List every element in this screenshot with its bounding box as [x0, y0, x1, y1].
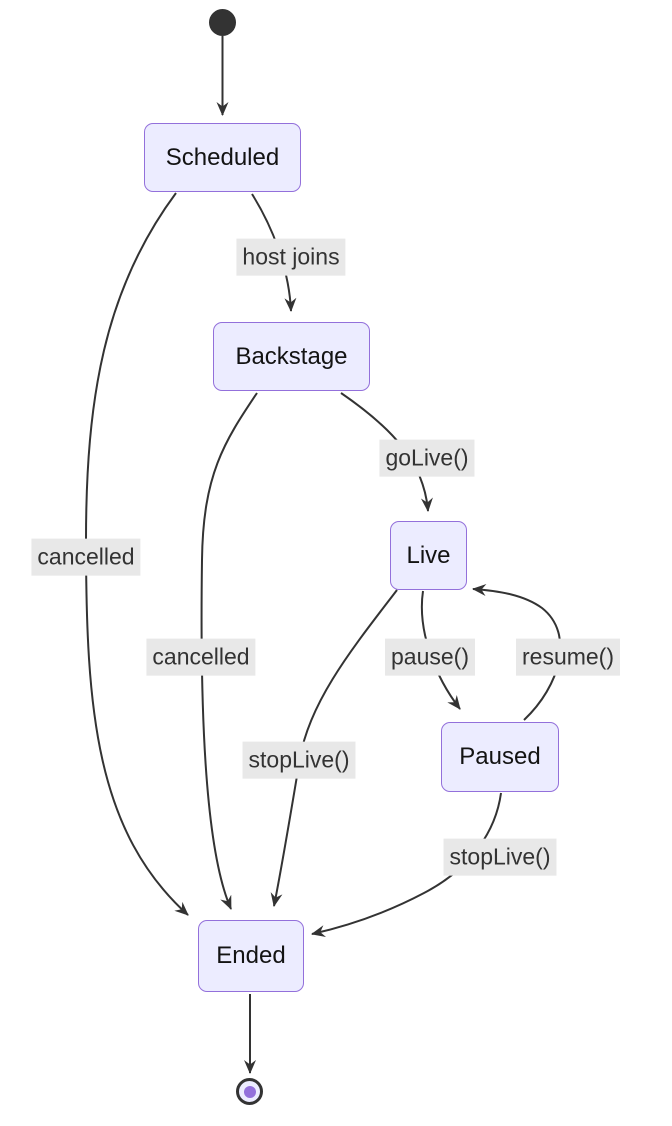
state-live: Live	[390, 521, 467, 590]
state-ended: Ended	[198, 920, 304, 992]
edge-paused-to-ended	[311, 792, 502, 937]
final-state-inner-dot	[243, 1085, 256, 1098]
initial-state-dot	[209, 9, 236, 36]
edge-label-stoplive-live: stopLive()	[242, 741, 356, 779]
state-paused-label: Paused	[459, 743, 541, 770]
state-ended-label: Ended	[216, 942, 286, 969]
final-state-marker	[236, 1078, 263, 1105]
state-paused: Paused	[441, 722, 559, 792]
edge-label-golive: goLive()	[379, 439, 475, 477]
edge-paused-to-live	[472, 583, 562, 721]
state-live-label: Live	[406, 541, 451, 569]
edge-label-resume: resume()	[515, 638, 621, 676]
edge-label-host-joins: host joins	[236, 238, 346, 276]
edge-label-pause: pause()	[385, 638, 475, 676]
edge-label-stoplive-paused: stopLive()	[443, 838, 557, 876]
state-scheduled-label: Scheduled	[165, 143, 280, 171]
state-scheduled: Scheduled	[144, 123, 301, 192]
state-backstage: Backstage	[213, 322, 370, 391]
edge-label-cancelled-scheduled: cancelled	[31, 538, 141, 576]
edge-backstage-to-ended	[200, 392, 258, 910]
state-backstage-label: Backstage	[235, 342, 348, 370]
edge-label-cancelled-backstage: cancelled	[146, 638, 256, 676]
